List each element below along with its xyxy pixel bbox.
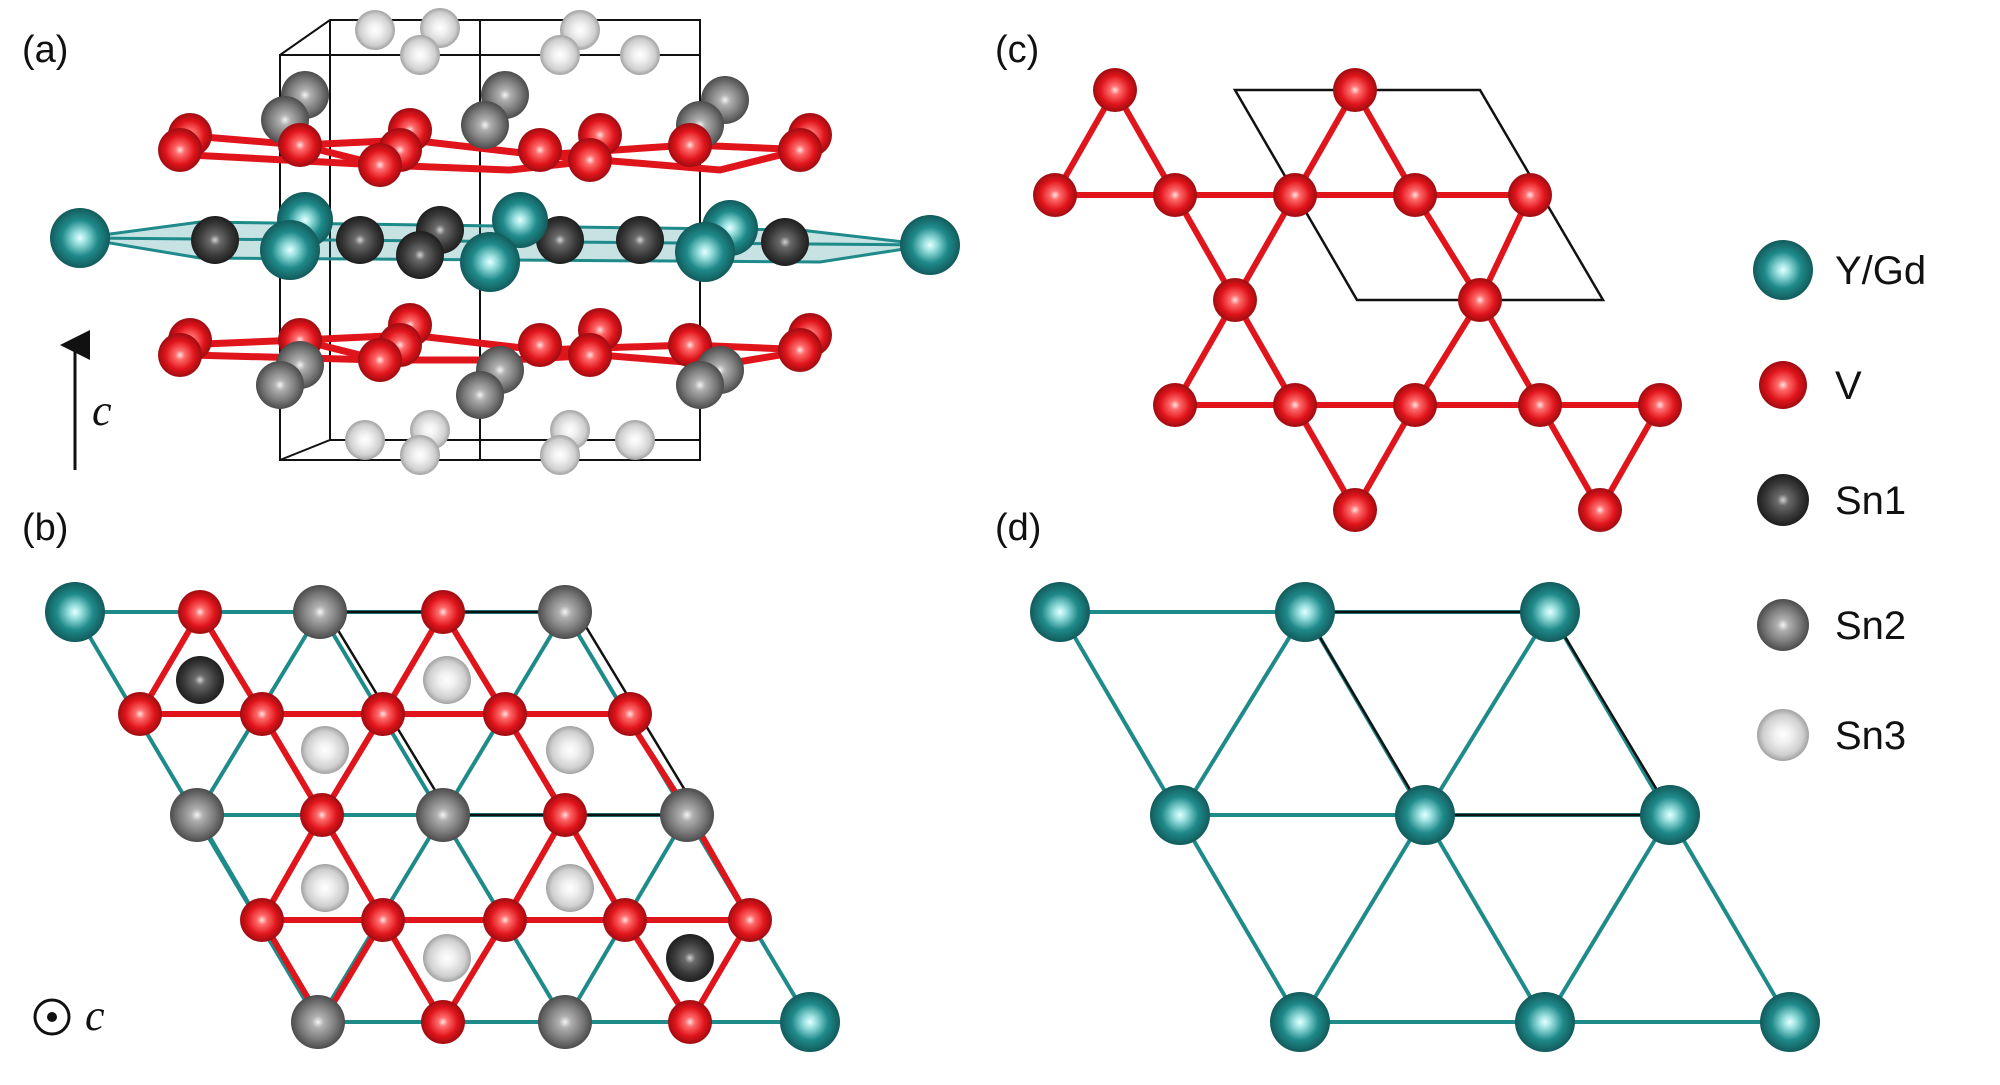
legend-swatch-v [1759,361,1807,409]
sn3-atoms-b [301,656,594,982]
panel-label-d: (d) [995,507,1041,549]
legend-label-sn3: Sn3 [1835,714,1906,758]
unit-cell-c [1232,88,1606,302]
v-atoms-c [1033,68,1682,532]
legend-item-y-gd: Y/Gd [1753,240,1926,300]
legend-item-v: V [1759,361,1862,409]
sn1-atoms-b [176,656,714,982]
y-gd-atoms-b [45,582,840,1052]
panel-label-a: (a) [22,29,68,71]
panel-b-top-view: c [33,582,840,1052]
sn2-atoms-b [170,585,714,1049]
y-gd-atoms-a [50,192,960,292]
c-out-of-plane-icon [33,998,71,1036]
legend-item-sn1: Sn1 [1757,474,1906,526]
sn2-atoms-lower-a [256,341,744,419]
legend: Y/Gd V Sn1 Sn2 Sn3 [1753,240,1926,761]
legend-swatch-sn3 [1757,709,1809,761]
v-atoms-upper-a [158,108,832,187]
legend-item-sn2: Sn2 [1757,599,1906,651]
legend-label-v: V [1835,364,1862,408]
legend-label-sn2: Sn2 [1835,604,1906,648]
legend-item-sn3: Sn3 [1757,709,1906,761]
legend-label-sn1: Sn1 [1835,479,1906,523]
sn1-atoms-a [191,206,809,279]
legend-label-y-gd: Y/Gd [1835,249,1926,293]
y-gd-atoms-d [1030,582,1820,1052]
panel-d-triangular-layer [1030,582,1820,1052]
panel-label-c: (c) [995,29,1039,71]
legend-swatch-y-gd [1753,240,1813,300]
v-atoms-lower-a [158,303,832,382]
legend-swatch-sn1 [1757,474,1809,526]
v-atoms-b [118,590,772,1044]
legend-swatch-sn2 [1757,599,1809,651]
c-axis-label-a: c [92,386,112,435]
panel-c-kagome-layer [1033,68,1682,532]
panel-a-side-view: c [50,8,960,475]
c-axis-label-b: c [85,991,105,1040]
panel-label-b: (b) [22,507,68,549]
sn3-atoms-bottom-a [345,410,655,475]
sn3-atoms-top-a [355,8,660,75]
